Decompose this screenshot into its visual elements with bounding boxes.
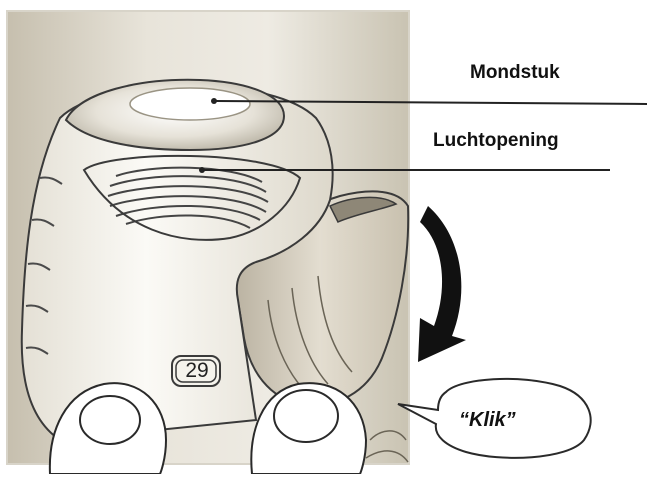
luchtopening-leader-dot xyxy=(199,167,205,173)
mouthpiece-label: Mondstuk xyxy=(470,62,560,84)
mondstuk-leader-dot xyxy=(211,98,217,104)
mouthpiece-opening xyxy=(130,88,250,120)
speech-bubble-text: “Klik” xyxy=(459,409,516,432)
right-thumbnail xyxy=(274,390,338,442)
left-thumbnail xyxy=(80,396,140,444)
air-vent-label: Luchtopening xyxy=(433,130,559,152)
dose-counter-value: 29 xyxy=(177,359,217,383)
curved-arrow-down-icon xyxy=(418,206,466,362)
